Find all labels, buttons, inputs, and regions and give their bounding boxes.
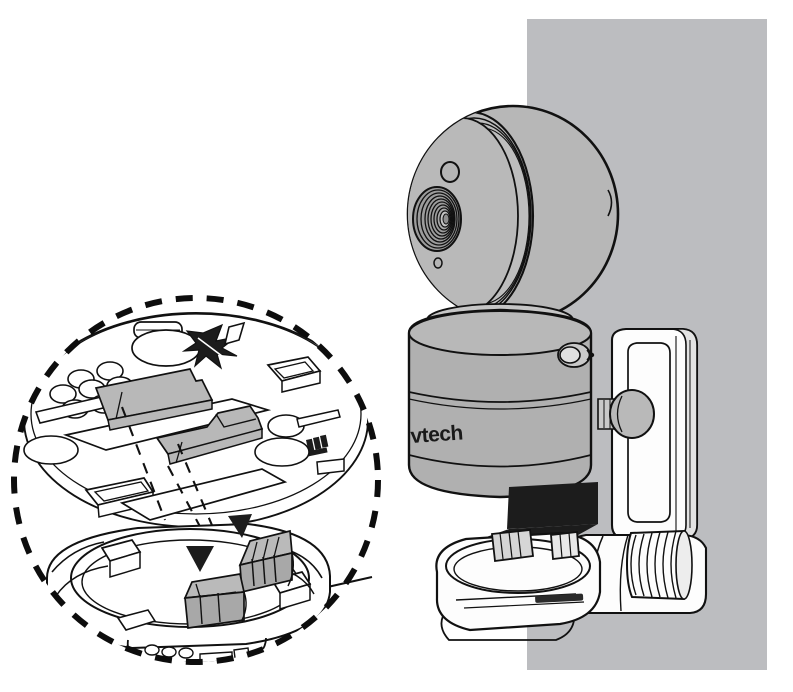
microphone-hole [433,257,443,269]
power-switch [557,342,595,368]
alignment-tab-right [550,530,580,561]
ball-joint-pivot [597,389,655,439]
alignment-tab-connector-center [183,573,247,629]
wall-mount-plate [46,522,331,662]
screw-marking-icon [181,323,238,370]
align-arrow-left [186,546,214,572]
camera-head-sphere [406,104,620,324]
mount-base-plate [435,529,602,641]
camera-lens [412,186,462,252]
callout-dashed-circle [11,295,381,665]
camera-base-cylinder: vtech [407,303,595,499]
alignment-tab-connector-right [238,529,295,594]
camera-base-underside [23,312,369,528]
wall-mount-bracket [558,327,708,615]
align-arrow-right [228,514,252,538]
side-sensor-mark [607,189,613,217]
brand-label: vtech [410,421,464,448]
locking-thumbscrew [625,529,693,601]
status-led [440,161,460,183]
alignment-tab-left [491,529,534,563]
